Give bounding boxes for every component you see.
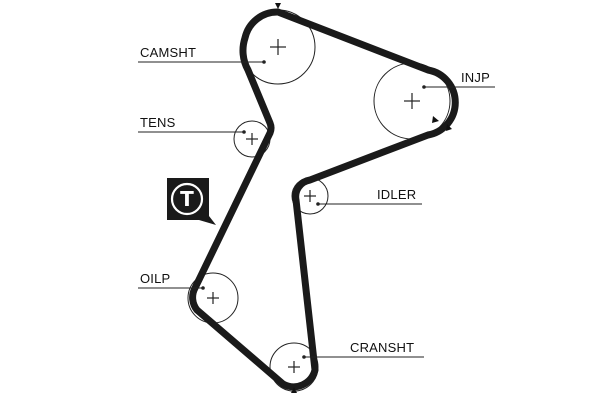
timing-mark-injp-outer-icon [446,124,452,131]
leader-tens [138,130,246,134]
timing-mark-bottom-icon [291,387,297,393]
leader-idler [316,202,422,206]
leader-camsht [138,60,266,64]
label-idler: IDLER [377,187,416,202]
timing-belt [189,8,459,391]
label-tens: TENS [140,115,176,130]
leader-injp [422,85,495,89]
timing-belt-badge-icon: T [167,178,216,225]
label-camsht: CAMSHT [140,45,196,60]
label-cransht: CRANSHT [350,340,414,355]
badge-letter: T [180,187,194,211]
leader-oilp [138,286,205,290]
timing-mark-top-icon [275,3,281,9]
label-oilp: OILP [140,271,170,286]
label-injp: INJP [461,70,490,85]
leader-cransht [302,355,424,359]
timing-mark-injp-icon [432,116,439,123]
